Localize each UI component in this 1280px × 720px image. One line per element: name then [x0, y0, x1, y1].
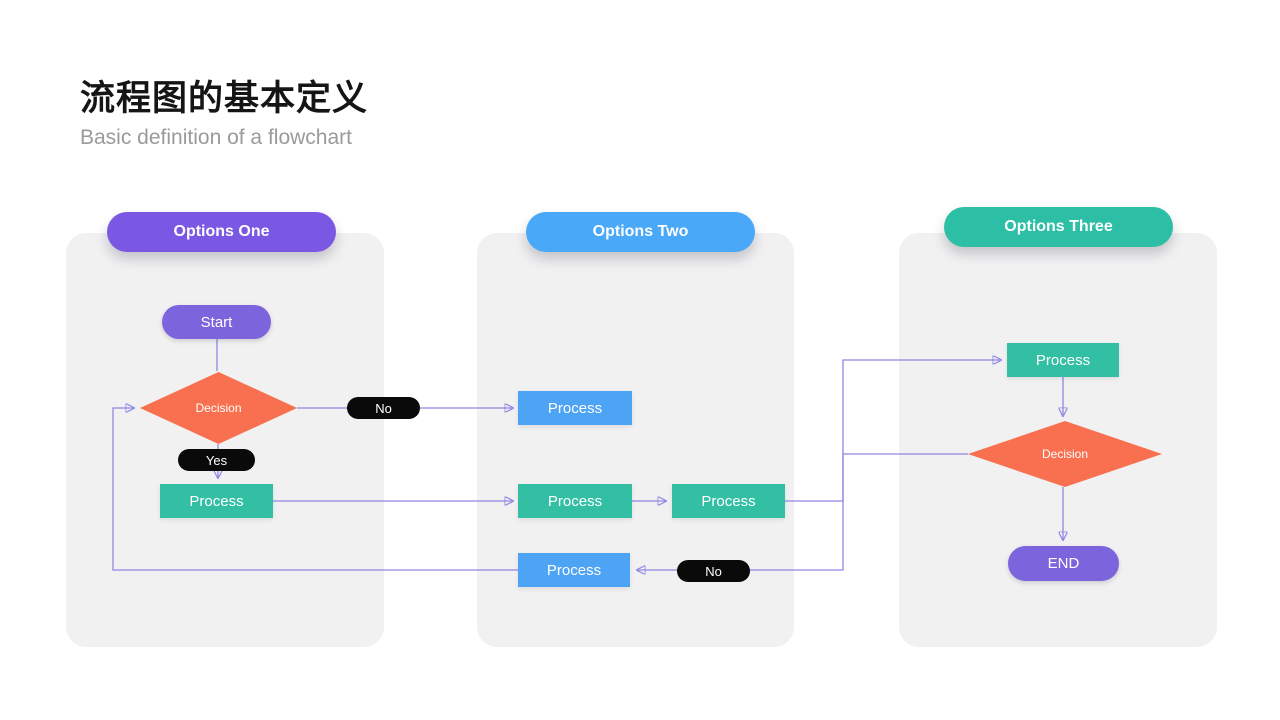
no-label-1: No	[347, 397, 420, 419]
options-two-header: Options Two	[526, 212, 755, 252]
connector-process2-mid-right-to-process3	[785, 360, 1000, 502]
start-node: Start	[162, 305, 271, 339]
options-three-header: Options Three	[944, 207, 1173, 247]
process-node-2-bottom: Process	[518, 553, 630, 587]
no-label-2: No	[677, 560, 750, 582]
page-subtitle: Basic definition of a flowchart	[80, 126, 352, 149]
page-title: 流程图的基本定义	[80, 79, 369, 118]
process-node-1: Process	[160, 484, 273, 518]
yes-label-1: Yes	[178, 449, 255, 471]
options-one-header: Options One	[107, 212, 336, 252]
process-node-3: Process	[1007, 343, 1119, 377]
connector-process2-bottom-to-decision1	[112, 408, 518, 571]
end-node: END	[1008, 546, 1119, 581]
process-node-2-top: Process	[518, 391, 632, 425]
process-node-2-mid-right: Process	[672, 484, 785, 518]
process-node-2-mid-left: Process	[518, 484, 632, 518]
